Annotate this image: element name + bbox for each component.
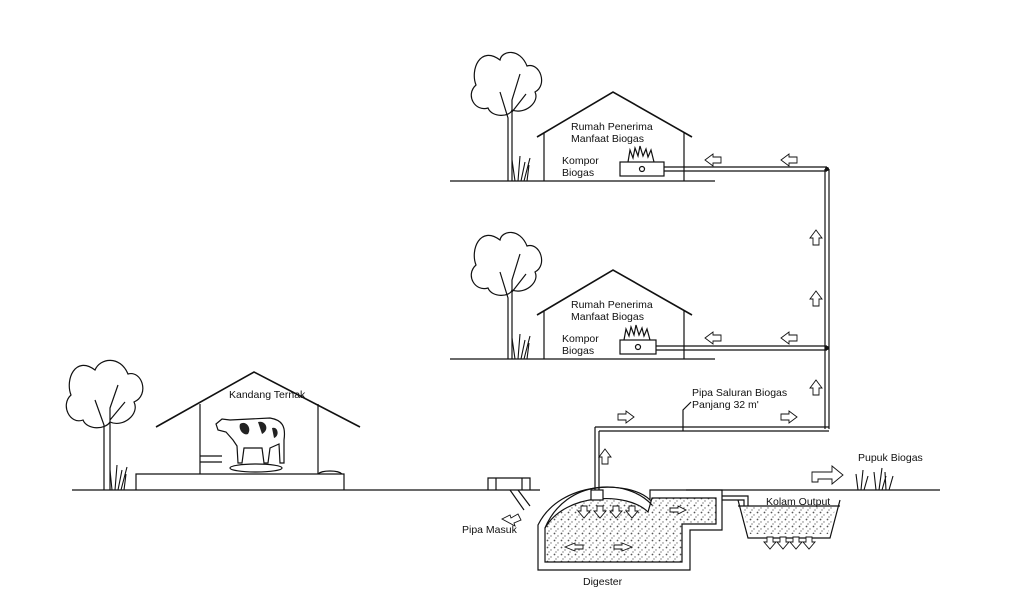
stove-top-label-1: Kompor xyxy=(562,155,599,167)
stove-top-label-2: Biogas xyxy=(562,167,594,179)
output-pond: Kolam Output xyxy=(737,496,841,550)
house-top: Rumah Penerima Manfaat Biogas Kompor Bio… xyxy=(450,51,715,182)
fertilizer-label: Pupuk Biogas xyxy=(858,452,923,464)
flow-arrow-icon xyxy=(501,513,522,527)
stove-mid-label-1: Kompor xyxy=(562,333,599,345)
house-mid: Rumah Penerima Manfaat Biogas Kompor Bio… xyxy=(450,231,715,360)
stove-mid xyxy=(619,324,657,355)
stove-top xyxy=(619,145,665,177)
house-mid-walls xyxy=(543,311,685,359)
barn-platform xyxy=(135,473,345,490)
output-pond-label: Kolam Output xyxy=(766,496,830,508)
flow-arrow-icon xyxy=(563,505,688,552)
barn-label: Kandang Ternak xyxy=(229,389,306,401)
tree-icon xyxy=(65,359,144,490)
flow-arrow-icon xyxy=(598,153,844,485)
house-top-label-2: Manfaat Biogas xyxy=(571,133,644,145)
house-top-walls xyxy=(543,133,685,181)
pipe-label-2: Panjang 32 m' xyxy=(692,399,759,411)
house-mid-roof xyxy=(536,269,693,316)
tree-icon xyxy=(470,51,543,181)
pipe-label-1: Pipa Saluran Biogas xyxy=(692,387,787,399)
cow-icon xyxy=(215,417,286,473)
inlet-pipe-label: Pipa Masuk xyxy=(462,524,518,536)
grass-icon xyxy=(511,155,531,182)
stove-mid-label-2: Biogas xyxy=(562,345,594,357)
grass-icon xyxy=(855,467,894,491)
biogas-pipe xyxy=(594,166,830,492)
digester: Pipa Masuk Digester xyxy=(462,477,749,588)
flow-arrow-icon xyxy=(763,536,816,550)
digester-label: Digester xyxy=(583,576,623,588)
house-mid-label-2: Manfaat Biogas xyxy=(571,311,644,323)
tree-icon xyxy=(470,231,543,359)
grass-icon xyxy=(109,464,128,491)
grass-icon xyxy=(511,333,531,360)
barn-roof xyxy=(155,371,361,428)
flame-icon xyxy=(623,324,651,341)
barn: Kandang Ternak xyxy=(65,359,361,491)
house-top-roof xyxy=(536,91,693,138)
house-top-label-1: Rumah Penerima xyxy=(571,121,653,133)
inlet-box xyxy=(487,477,531,490)
pipe-label-leader xyxy=(682,401,692,431)
inlet-pipe xyxy=(509,489,531,511)
house-mid-label-1: Rumah Penerima xyxy=(571,299,653,311)
flame-icon xyxy=(627,145,655,163)
